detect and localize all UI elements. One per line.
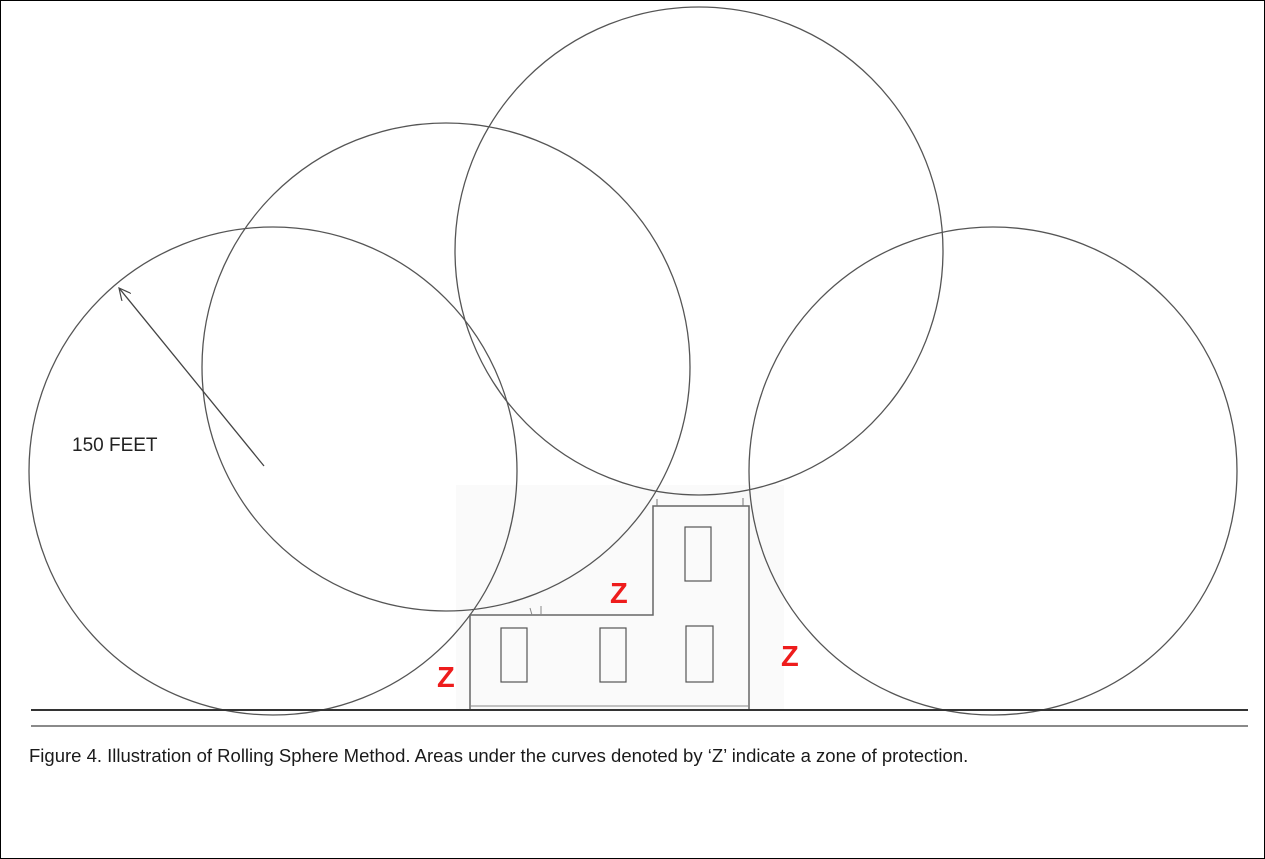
- building-window: [684, 526, 712, 582]
- zone-label-right: Z: [781, 641, 799, 673]
- building-window: [599, 627, 627, 683]
- building-background-patch: [456, 485, 784, 711]
- radius-label: 150 FEET: [72, 435, 158, 456]
- sphere-circle-right: [748, 226, 1238, 716]
- zone-label-left: Z: [437, 662, 455, 694]
- rolling-sphere-diagram: 150 FEET Z Z Z: [28, 6, 1248, 727]
- building-outline: [469, 505, 750, 710]
- roof-mark-lower: [529, 607, 533, 616]
- building-window: [500, 627, 528, 683]
- radius-arrow: [119, 288, 265, 467]
- zone-label-upper: Z: [610, 578, 628, 610]
- building-window: [685, 625, 714, 683]
- sphere-circle-left: [28, 226, 518, 716]
- sphere-circle-top: [454, 6, 944, 496]
- figure-caption: Figure 4. Illustration of Rolling Sphere…: [29, 745, 969, 766]
- sphere-circle-middle-left: [201, 122, 691, 612]
